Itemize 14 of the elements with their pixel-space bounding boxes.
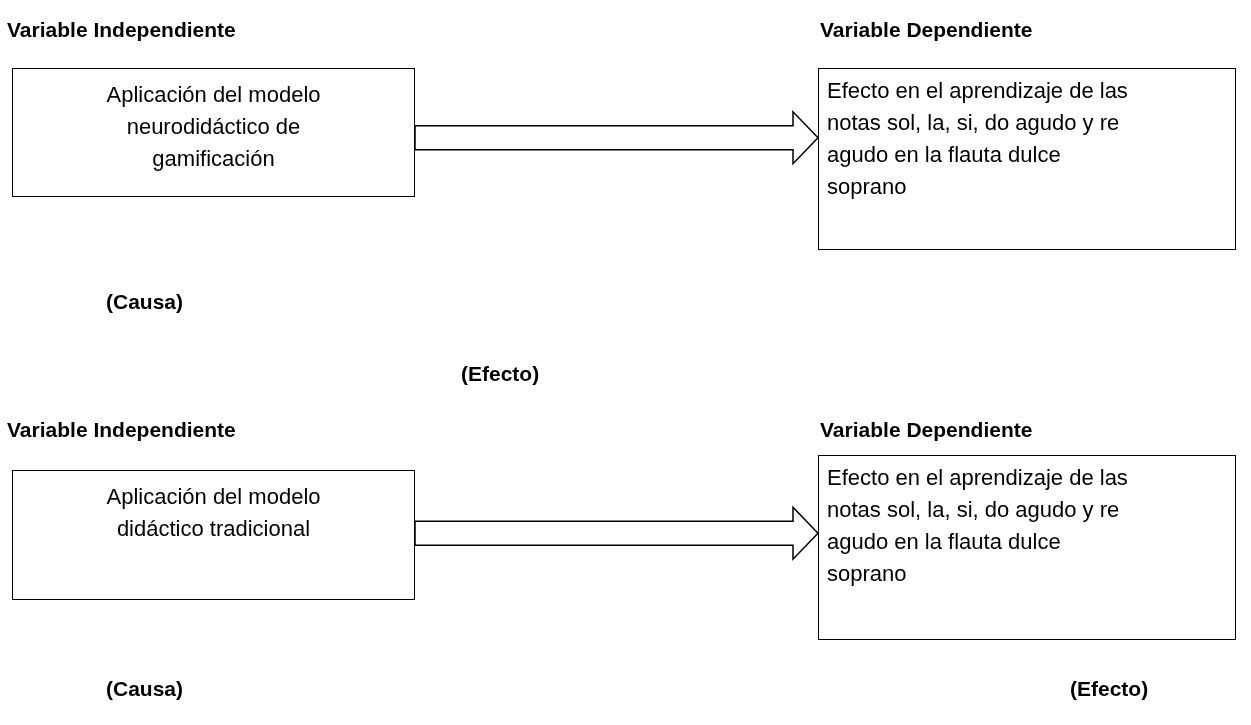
- block-arrow: [414, 109, 820, 166]
- variable-heading: Variable Independiente: [7, 418, 236, 442]
- variable-heading: Variable Dependiente: [820, 18, 1033, 42]
- box-text: Aplicación del modelo didáctico tradicional: [105, 483, 322, 543]
- box-text: Efecto en el aprendizaje de las notas sol, la, si, do agudo y re agudo en la flauta dulce soprano: [827, 464, 1129, 588]
- box-text: Efecto en el aprendizaje de las notas sol, la, si, do agudo y re agudo en la flauta dulce soprano: [827, 77, 1129, 201]
- role-label: (Causa): [106, 290, 184, 314]
- variable-heading: Variable Dependiente: [820, 418, 1033, 442]
- role-label: (Efecto): [1070, 677, 1149, 701]
- role-label: (Efecto): [461, 362, 540, 386]
- variable-heading: Variable Independiente: [7, 18, 236, 42]
- role-label: (Causa): [106, 677, 184, 701]
- box-text: Aplicación del modelo neurodidáctico de gamificación: [105, 81, 322, 173]
- block-arrow: [414, 505, 820, 562]
